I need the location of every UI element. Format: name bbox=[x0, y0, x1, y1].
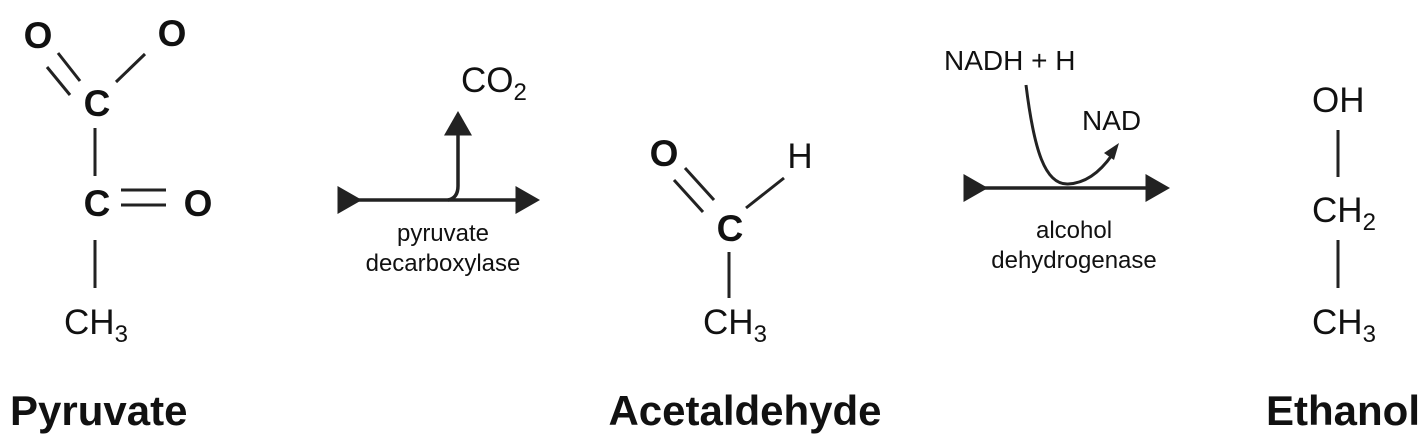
bond bbox=[745, 176, 785, 210]
bond bbox=[114, 52, 147, 84]
enzyme-label-line1: pyruvate bbox=[397, 220, 489, 247]
pyruvate-carbon-1: C bbox=[84, 83, 111, 124]
reaction-2-arrow: NADH + H NAD alcohol dehydrogenase bbox=[944, 45, 1170, 274]
acetaldehyde-hydrogen: H bbox=[787, 137, 812, 176]
curved-arrow-icon bbox=[1024, 84, 1114, 186]
acetaldehyde-oxygen: O bbox=[650, 133, 679, 174]
acetaldehyde-methyl: CH3 bbox=[703, 303, 767, 348]
pyruvate-oxygen-1: O bbox=[24, 15, 53, 56]
pyruvate-label: Pyruvate bbox=[10, 387, 187, 434]
bond bbox=[683, 166, 716, 202]
up-arrow-icon bbox=[444, 111, 472, 202]
reaction-1-arrow: CO2 pyruvate decarboxylase bbox=[337, 61, 540, 277]
ethanol-methylene: CH2 bbox=[1312, 191, 1376, 236]
pyruvate-oxygen-2: O bbox=[158, 13, 187, 54]
enzyme-label-line1: alcohol bbox=[1036, 217, 1112, 244]
ethanol-structure: OH CH2 CH3 bbox=[1312, 81, 1376, 348]
ethanol-label: Ethanol bbox=[1266, 387, 1420, 434]
nad-label: NAD bbox=[1082, 105, 1141, 136]
bond bbox=[672, 178, 705, 214]
acetaldehyde-structure: O H C CH3 bbox=[650, 133, 813, 348]
ethanol-hydroxyl: OH bbox=[1312, 81, 1365, 120]
enzyme-label-line2: decarboxylase bbox=[366, 250, 521, 277]
acetaldehyde-label: Acetaldehyde bbox=[608, 387, 881, 434]
curved-arrowhead-icon bbox=[1104, 143, 1119, 160]
bond bbox=[56, 52, 82, 82]
nadh-label: NADH + H bbox=[944, 45, 1075, 76]
pyruvate-structure: O O C C O CH3 bbox=[24, 13, 213, 348]
bond bbox=[45, 66, 72, 96]
ethanol-methyl: CH3 bbox=[1312, 303, 1376, 348]
co2-label: CO2 bbox=[461, 61, 527, 106]
acetaldehyde-carbon: C bbox=[717, 208, 744, 249]
pyruvate-methyl: CH3 bbox=[64, 303, 128, 348]
pyruvate-carbon-2: C bbox=[84, 183, 111, 224]
pyruvate-oxygen-3: O bbox=[184, 183, 213, 224]
enzyme-label-line2: dehydrogenase bbox=[991, 247, 1156, 274]
